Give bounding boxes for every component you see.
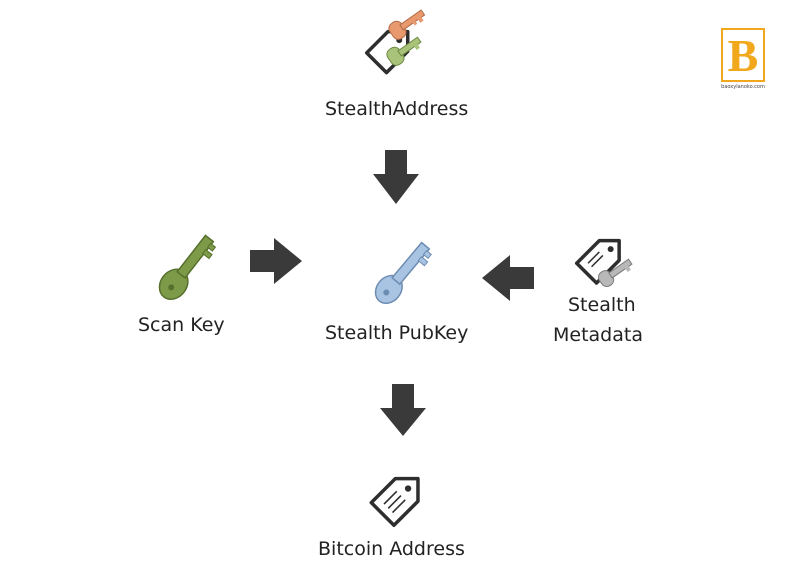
green-key-icon <box>158 234 217 300</box>
tag-with-keys-icon <box>364 9 426 75</box>
tag-icon <box>369 476 420 528</box>
node-label-stealth-pubkey: Stealth PubKey <box>325 322 469 344</box>
site-logo-icon: B <box>721 28 765 82</box>
arrow-left-icon <box>482 255 534 301</box>
node-label-stealth-metadata-line2: Metadata <box>553 324 643 346</box>
node-label-bitcoin-address: Bitcoin Address <box>318 538 465 560</box>
node-label-stealth-address: StealthAddress <box>325 98 469 120</box>
tag-with-key-icon <box>574 238 633 287</box>
arrow-down-icon <box>373 150 419 204</box>
svg-text:B: B <box>728 30 759 81</box>
blue-key-icon <box>374 241 432 304</box>
arrow-down-icon <box>380 384 426 436</box>
logo-caption: baoxylanoko.com <box>721 84 765 90</box>
node-label-scan-key: Scan Key <box>138 314 225 336</box>
node-label-stealth-metadata-line1: Stealth <box>568 294 636 316</box>
arrow-right-icon <box>250 238 302 284</box>
